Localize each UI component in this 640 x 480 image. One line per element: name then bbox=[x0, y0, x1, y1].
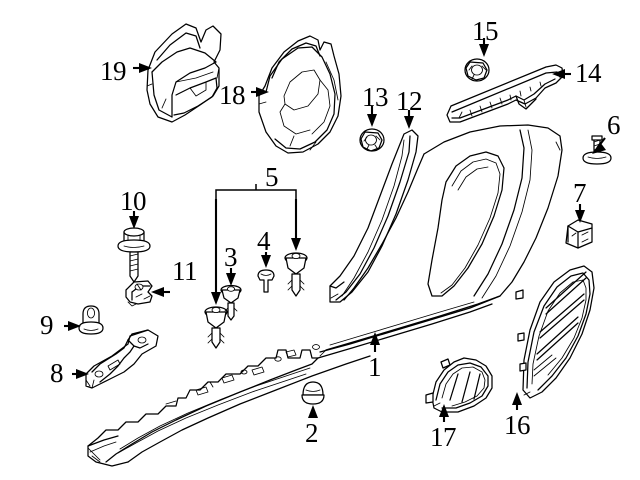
part-12-pillar-trim-strip[interactable] bbox=[329, 129, 419, 303]
callout-label-10[interactable]: 10 bbox=[120, 186, 147, 216]
part-9-grommet-stud[interactable] bbox=[78, 305, 104, 335]
part-19-air-duct-housing[interactable] bbox=[146, 23, 222, 123]
callout-arrows bbox=[64, 38, 606, 422]
callout-label-13[interactable]: 13 bbox=[362, 82, 389, 112]
callout-label-16[interactable]: 16 bbox=[504, 410, 531, 440]
callout-label-15[interactable]: 15 bbox=[472, 16, 499, 46]
callout-label-6[interactable]: 6 bbox=[607, 110, 621, 140]
part-8-mounting-bracket[interactable] bbox=[85, 329, 159, 389]
callout-label-4[interactable]: 4 bbox=[257, 226, 271, 256]
callout-label-18[interactable]: 18 bbox=[219, 80, 246, 110]
part-3-push-pin-rivet[interactable] bbox=[220, 284, 242, 321]
callout-5-leader-bracket bbox=[211, 184, 301, 305]
part-5-expansion-rivet-left[interactable] bbox=[204, 306, 228, 349]
part-14-upper-trim-rail[interactable] bbox=[446, 64, 564, 123]
part-15-cap-nut[interactable] bbox=[464, 58, 490, 82]
callout-label-2[interactable]: 2 bbox=[305, 418, 319, 448]
callout-label-14[interactable]: 14 bbox=[575, 58, 602, 88]
callout-label-11[interactable]: 11 bbox=[172, 256, 198, 286]
callout-label-9[interactable]: 9 bbox=[40, 310, 54, 340]
part-16-large-louvered-vent-grille[interactable] bbox=[515, 265, 595, 399]
callout-label-12[interactable]: 12 bbox=[396, 86, 423, 116]
quarter-panel-assembly bbox=[317, 124, 563, 359]
callout-label-1[interactable]: 1 bbox=[368, 352, 382, 382]
callout-label-5[interactable]: 5 bbox=[265, 162, 279, 192]
part-2-dome-cap-plug[interactable] bbox=[301, 381, 325, 405]
callout-label-7[interactable]: 7 bbox=[573, 178, 587, 208]
callout-label-3[interactable]: 3 bbox=[224, 242, 238, 272]
callout-label-8[interactable]: 8 bbox=[50, 358, 64, 388]
callout-label-17[interactable]: 17 bbox=[430, 422, 457, 452]
callout-label-19[interactable]: 19 bbox=[100, 56, 127, 86]
part-5-expansion-rivet-right[interactable] bbox=[284, 252, 308, 297]
part-1-rocker-panel-molding[interactable] bbox=[87, 344, 371, 467]
part-13-hex-flange-nut[interactable] bbox=[359, 128, 385, 152]
part-7-spring-clip[interactable] bbox=[565, 219, 593, 249]
part-11-sheet-metal-clip-nut[interactable] bbox=[125, 280, 153, 307]
part-17-small-louvered-vent[interactable] bbox=[425, 357, 493, 413]
part-18-quarter-trim-panel[interactable] bbox=[258, 35, 342, 154]
part-4-small-stud-plug[interactable] bbox=[257, 269, 275, 293]
part-10-hex-head-screw[interactable] bbox=[117, 227, 151, 283]
